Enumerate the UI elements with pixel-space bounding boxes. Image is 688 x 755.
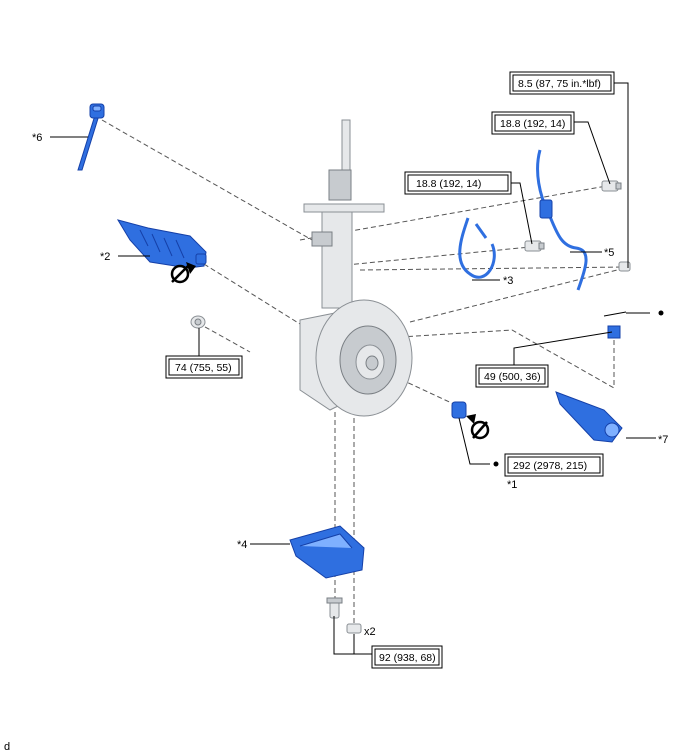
torque-label: 74 (755, 55) — [175, 362, 232, 374]
torque-label: 8.5 (87, 75 in.*lbf) — [518, 78, 601, 90]
bolt — [601, 180, 622, 192]
torque-label: 49 (500, 36) — [484, 371, 541, 383]
callout-5: *5 — [604, 247, 614, 259]
engine-under-cover-bracket — [289, 525, 365, 579]
callout-7: *7 — [658, 434, 668, 446]
callout-6: *6 — [32, 132, 42, 144]
no-reuse-icon — [170, 262, 196, 284]
callout-1: *1 — [507, 479, 517, 491]
torque-box-74: 74 (755, 55) — [165, 355, 243, 379]
quantity-mark: x2 — [364, 626, 376, 638]
speed-sensor-wire — [458, 217, 496, 279]
bolt — [346, 623, 362, 634]
bolt — [618, 261, 631, 272]
leader-lines — [50, 82, 656, 655]
torque-box-18-8-upper: 18.8 (192, 14) — [491, 111, 575, 135]
torque-box-8-5: 8.5 (87, 75 in.*lbf) — [509, 71, 615, 95]
torque-label: 292 (2978, 215) — [513, 460, 587, 472]
torque-box-92: 92 (938, 68) — [371, 645, 443, 669]
callout-3: *3 — [503, 275, 513, 287]
bolt — [524, 240, 545, 252]
drive-shaft-outboard — [116, 219, 207, 269]
bolt — [326, 597, 343, 619]
front-speed-sensor — [536, 149, 588, 291]
callout-4: *4 — [237, 539, 247, 551]
bullet-dot-icon — [493, 310, 664, 467]
torque-label: 92 (938, 68) — [379, 652, 436, 664]
no-reuse-icon — [466, 414, 490, 440]
stabilizer-link — [77, 103, 105, 171]
callout-2: *2 — [100, 251, 110, 263]
tie-rod-end — [555, 311, 627, 443]
torque-box-18-8-lower: 18.8 (192, 14) — [404, 171, 512, 195]
shock-absorber-strut — [303, 119, 385, 309]
hub-nut — [190, 315, 206, 329]
brake-disc — [315, 299, 413, 417]
corner-mark: d — [4, 741, 10, 753]
lower-ball-joint-nut — [451, 401, 467, 419]
torque-label: 18.8 (192, 14) — [500, 118, 565, 130]
torque-label: 18.8 (192, 14) — [416, 178, 481, 190]
torque-box-49: 49 (500, 36) — [475, 364, 549, 388]
torque-box-292: 292 (2978, 215) — [504, 453, 604, 477]
